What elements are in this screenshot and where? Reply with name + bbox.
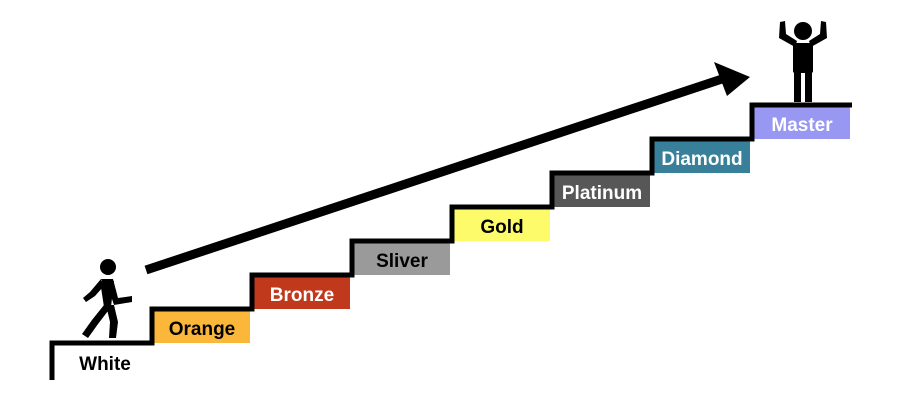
step-label-gold: Gold (480, 217, 523, 238)
staircase-outline (49, 102, 852, 380)
step-block-orange (152, 309, 250, 343)
step-label-sliver: Sliver (376, 251, 428, 272)
step-label-platinum: Platinum (562, 183, 642, 204)
step-block-gold (452, 207, 550, 241)
arrow-up-right-icon (144, 62, 750, 275)
step-labels: White Orange Bronze Sliver Gold Platinum… (79, 115, 833, 375)
step-block-sliver (352, 241, 450, 275)
step-label-master: Master (771, 115, 833, 136)
step-label-white: White (79, 354, 131, 375)
step-blocks (152, 105, 850, 343)
step-block-master (752, 105, 850, 139)
step-label-bronze: Bronze (270, 285, 334, 306)
step-block-diamond (652, 139, 750, 173)
cheering-person-icon (779, 21, 827, 102)
walking-person-icon (82, 259, 132, 338)
step-block-platinum (552, 173, 650, 207)
step-label-orange: Orange (169, 319, 236, 340)
step-label-diamond: Diamond (661, 149, 742, 170)
step-block-bronze (252, 275, 350, 309)
